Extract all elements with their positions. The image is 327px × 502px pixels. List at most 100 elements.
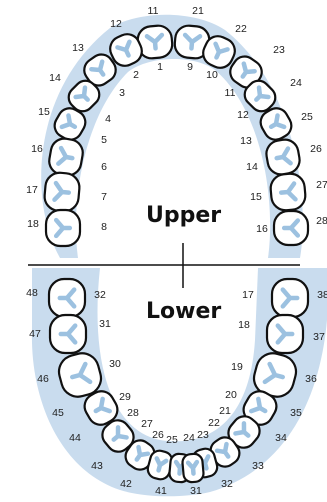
lower-inner-number-7: 26: [152, 429, 164, 441]
lower-tooth-6-root-mark: [134, 444, 151, 462]
lower-tooth-9[interactable]: [270, 277, 310, 319]
lower-tooth-3-root-mark: [70, 361, 93, 385]
upper-tooth-16[interactable]: [272, 209, 310, 247]
lower-tooth-2-root-mark: [58, 323, 78, 345]
upper-tooth-12-root-mark: [254, 85, 271, 102]
upper-outer-number-9: 21: [192, 5, 204, 17]
lower-outer-number-8: 41: [155, 485, 167, 497]
upper-outer-number-5: 15: [38, 106, 50, 118]
upper-outer-number-2: 12: [110, 18, 122, 30]
lower-outer-number-10: 32: [221, 478, 233, 490]
upper-tooth-4-root-mark: [73, 85, 90, 102]
lower-outer-number-14: 36: [305, 373, 317, 385]
upper-inner-number-15: 15: [250, 191, 262, 203]
lower-tooth-16-root-mark: [185, 459, 200, 476]
lower-tooth-11[interactable]: [250, 350, 300, 401]
upper-outer-number-16: 28: [316, 215, 327, 227]
upper-tooth-3-root-mark: [89, 59, 106, 77]
lower-inner-number-1: 32: [94, 289, 106, 301]
upper-tooth-7-root-mark: [52, 180, 72, 202]
upper-tooth-8-root-mark: [53, 217, 73, 239]
lower-tooth-6[interactable]: [121, 436, 158, 474]
upper-tooth-12[interactable]: [240, 76, 280, 116]
lower-tooth-10-root-mark: [275, 323, 295, 345]
lower-outer-number-7: 42: [120, 478, 132, 490]
lower-tooth-2[interactable]: [48, 313, 88, 355]
upper-tooth-4[interactable]: [64, 76, 104, 116]
upper-tooth-2-root-mark: [115, 39, 132, 58]
lower-tooth-7-root-mark: [154, 456, 169, 473]
upper-tooth-13[interactable]: [256, 104, 295, 144]
upper-tooth-1-root-mark: [144, 32, 165, 51]
lower-tooth-13-root-mark: [233, 421, 251, 438]
upper-tooth-11-root-mark: [240, 61, 257, 79]
lower-inner-number-2: 31: [99, 318, 111, 330]
upper-tooth-6-root-mark: [56, 145, 75, 166]
lower-tooth-13[interactable]: [224, 412, 265, 453]
teeth-group: [43, 24, 310, 484]
upper-inner-number-6: 6: [101, 161, 107, 173]
upper-tooth-9[interactable]: [173, 24, 211, 60]
lower-tooth-14[interactable]: [206, 433, 243, 471]
lower-tooth-1[interactable]: [47, 277, 87, 319]
lower-tooth-9-root-mark: [280, 287, 300, 309]
lower-outer-number-9: 31: [190, 485, 202, 497]
lower-tooth-7[interactable]: [146, 449, 174, 482]
lower-inner-number-13: 20: [225, 389, 237, 401]
upper-inner-number-13: 13: [240, 135, 252, 147]
lower-inner-number-14: 19: [231, 361, 243, 373]
lower-outer-number-11: 33: [252, 460, 264, 472]
upper-outer-number-6: 16: [31, 143, 43, 155]
upper-inner-number-7: 7: [101, 191, 107, 203]
lower-inner-number-4: 29: [119, 391, 131, 403]
upper-tooth-7[interactable]: [43, 171, 81, 213]
upper-inner-number-4: 4: [105, 113, 111, 125]
tooth-numbers-group: 1112131415161718212223242526272812345678…: [26, 5, 327, 497]
upper-inner-number-1: 1: [157, 61, 163, 73]
upper-outer-number-10: 22: [235, 23, 247, 35]
lower-outer-number-12: 34: [275, 432, 287, 444]
upper-outer-number-13: 25: [301, 111, 313, 123]
upper-inner-number-3: 3: [119, 87, 125, 99]
lower-tooth-1-root-mark: [57, 287, 77, 309]
upper-tooth-14[interactable]: [264, 137, 301, 176]
upper-inner-number-8: 8: [101, 221, 107, 233]
upper-outer-number-1: 11: [148, 5, 159, 17]
lower-tooth-12[interactable]: [239, 387, 281, 430]
upper-outer-number-12: 24: [290, 77, 302, 89]
upper-tooth-15[interactable]: [269, 172, 307, 212]
upper-outer-number-15: 27: [316, 179, 327, 191]
lower-tooth-10[interactable]: [265, 313, 305, 355]
lower-tooth-16[interactable]: [181, 452, 205, 484]
lower-tooth-5[interactable]: [98, 416, 139, 457]
lower-outer-number-3: 46: [37, 373, 49, 385]
upper-tooth-3[interactable]: [80, 50, 121, 90]
upper-outer-number-14: 26: [310, 143, 322, 155]
upper-inner-number-2: 2: [133, 69, 139, 81]
lower-tooth-3[interactable]: [55, 350, 105, 401]
upper-tooth-13-root-mark: [268, 113, 287, 130]
upper-inner-number-9: 9: [187, 61, 193, 73]
upper-tooth-5[interactable]: [50, 104, 89, 144]
lower-outer-number-4: 45: [52, 407, 64, 419]
upper-tooth-2[interactable]: [106, 30, 146, 70]
upper-tooth-10-root-mark: [213, 41, 230, 60]
upper-inner-number-11: 11: [225, 87, 236, 99]
lower-inner-number-9: 24: [183, 432, 195, 444]
upper-outer-number-8: 18: [27, 218, 39, 230]
upper-tooth-16-root-mark: [281, 218, 301, 238]
upper-tooth-10[interactable]: [199, 32, 239, 72]
upper-tooth-8[interactable]: [44, 208, 82, 248]
lower-outer-number-2: 47: [29, 328, 41, 340]
upper-outer-number-3: 13: [72, 42, 84, 54]
lower-tooth-4[interactable]: [80, 387, 122, 430]
upper-tooth-14-root-mark: [274, 146, 293, 166]
lower-tooth-5-root-mark: [111, 425, 129, 442]
upper-tooth-15-root-mark: [278, 181, 298, 202]
lower-tooth-14-root-mark: [214, 441, 231, 459]
lower-inner-number-15: 18: [238, 319, 250, 331]
lower-label: Lower: [146, 299, 221, 324]
lower-inner-number-5: 28: [127, 407, 139, 419]
